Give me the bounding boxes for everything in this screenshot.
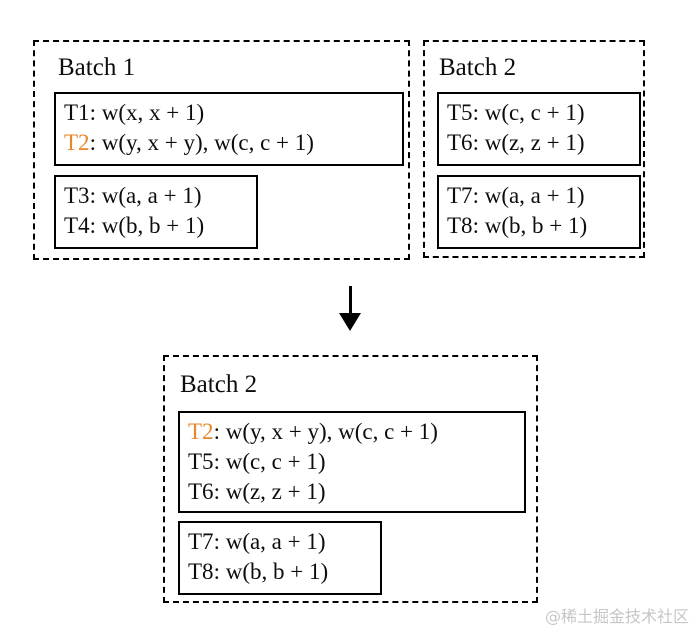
transaction-row-t7-merged: T7: w(a, a + 1) (188, 527, 372, 557)
arrow-head (339, 313, 361, 331)
transaction-row-t2-merged: T2: w(y, x + y), w(c, c + 1) (188, 417, 516, 447)
merged-group1-box: T2: w(y, x + y), w(c, c + 1) T5: w(c, c … (178, 411, 526, 513)
transaction-ops-t7: : w(a, a + 1) (472, 183, 585, 208)
arrow-shaft (348, 286, 352, 313)
transaction-row-t2: T2: w(y, x + y), w(c, c + 1) (64, 128, 394, 158)
transaction-ops-t5: : w(c, c + 1) (472, 100, 585, 125)
transaction-ops-t7-merged: : w(a, a + 1) (213, 529, 326, 554)
batch2-group1-box: T5: w(c, c + 1) T6: w(z, z + 1) (437, 92, 641, 166)
transaction-id-t2-merged: T2 (188, 419, 214, 444)
transaction-row-t3: T3: w(a, a + 1) (64, 181, 248, 211)
transaction-row-t5: T5: w(c, c + 1) (447, 98, 631, 128)
batch1-container: Batch 1 T1: w(x, x + 1) T2: w(y, x + y),… (33, 40, 410, 260)
transaction-id-t7: T7 (447, 183, 473, 208)
transaction-ops-t6: : w(z, z + 1) (472, 130, 585, 155)
transaction-ops-t5-merged: : w(c, c + 1) (213, 449, 326, 474)
transaction-id-t6-merged: T6 (188, 479, 214, 504)
transaction-row-t7: T7: w(a, a + 1) (447, 181, 631, 211)
batch1-group2-box: T3: w(a, a + 1) T4: w(b, b + 1) (54, 175, 258, 249)
transaction-id-t3: T3 (64, 183, 90, 208)
transaction-id-t5: T5 (447, 100, 473, 125)
transaction-id-t2: T2 (64, 130, 90, 155)
watermark-text: @稀土掘金技术社区 (545, 607, 690, 626)
transaction-id-t5-merged: T5 (188, 449, 214, 474)
batch1-title: Batch 1 (58, 54, 136, 81)
transaction-id-t7-merged: T7 (188, 529, 214, 554)
transaction-row-t4: T4: w(b, b + 1) (64, 211, 248, 241)
batch2-group2-box: T7: w(a, a + 1) T8: w(b, b + 1) (437, 175, 641, 249)
transaction-row-t5-merged: T5: w(c, c + 1) (188, 447, 516, 477)
merged-group2-box: T7: w(a, a + 1) T8: w(b, b + 1) (178, 521, 382, 595)
transaction-ops-t8-merged: : w(b, b + 1) (213, 559, 329, 584)
transaction-row-t6: T6: w(z, z + 1) (447, 128, 631, 158)
transaction-row-t1: T1: w(x, x + 1) (64, 98, 394, 128)
transaction-ops-t4: : w(b, b + 1) (89, 213, 205, 238)
transaction-row-t6-merged: T6: w(z, z + 1) (188, 477, 516, 507)
transaction-ops-t6-merged: : w(z, z + 1) (213, 479, 326, 504)
merged-batch2-title: Batch 2 (180, 371, 258, 398)
transaction-id-t8-merged: T8 (188, 559, 214, 584)
transaction-ops-t2: : w(y, x + y), w(c, c + 1) (89, 130, 314, 155)
transaction-ops-t2-merged: : w(y, x + y), w(c, c + 1) (213, 419, 438, 444)
transaction-id-t8: T8 (447, 213, 473, 238)
batch2-title: Batch 2 (439, 54, 517, 81)
transaction-id-t4: T4 (64, 213, 90, 238)
batch2-container: Batch 2 T5: w(c, c + 1) T6: w(z, z + 1) … (423, 40, 645, 258)
transaction-ops-t8: : w(b, b + 1) (472, 213, 588, 238)
transaction-id-t1: T1 (64, 100, 90, 125)
transaction-ops-t3: : w(a, a + 1) (89, 183, 202, 208)
transaction-id-t6: T6 (447, 130, 473, 155)
merged-batch2-container: Batch 2 T2: w(y, x + y), w(c, c + 1) T5:… (163, 355, 538, 603)
transaction-row-t8: T8: w(b, b + 1) (447, 211, 631, 241)
transaction-row-t8-merged: T8: w(b, b + 1) (188, 557, 372, 587)
batch1-group1-box: T1: w(x, x + 1) T2: w(y, x + y), w(c, c … (54, 92, 404, 166)
transaction-ops-t1: : w(x, x + 1) (89, 100, 205, 125)
merge-down-arrow-icon (330, 286, 370, 332)
